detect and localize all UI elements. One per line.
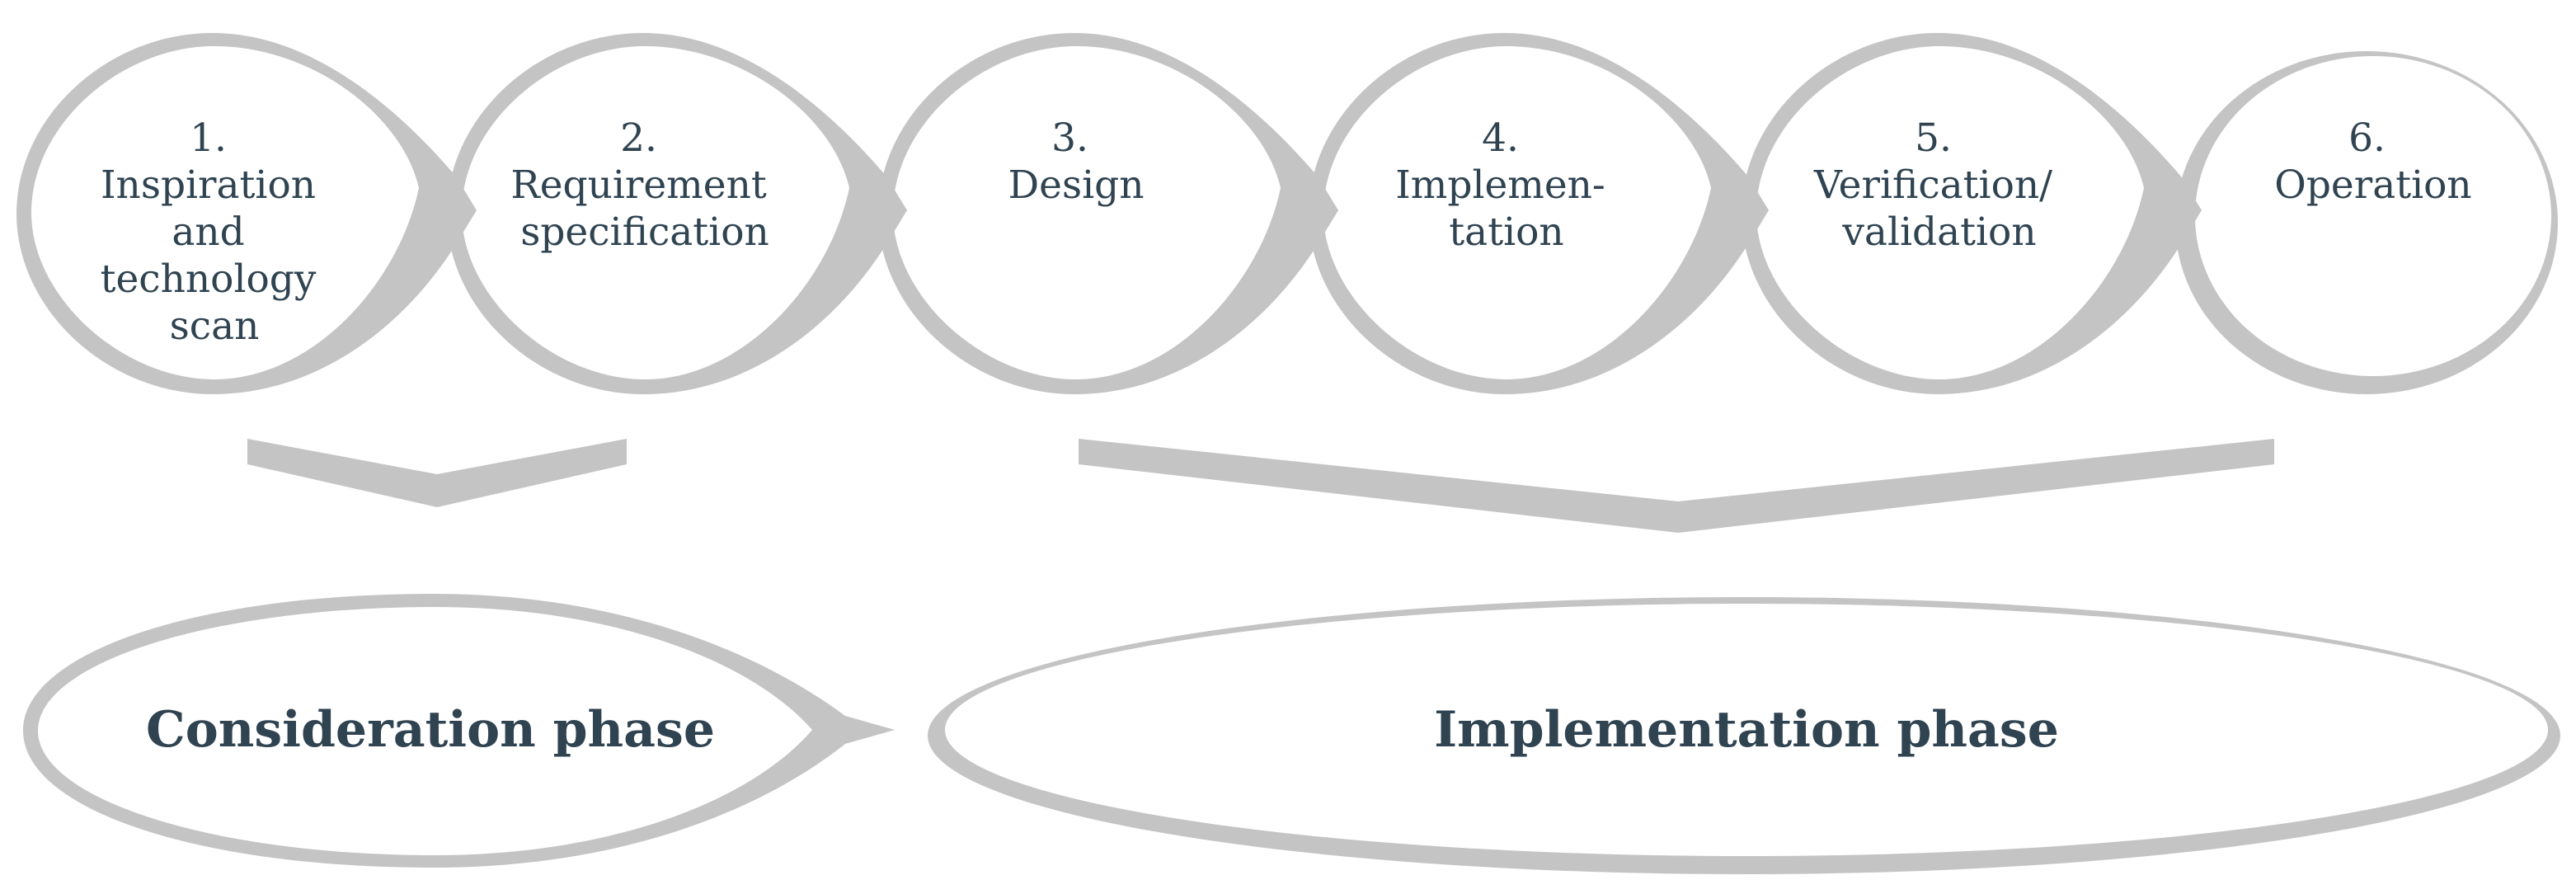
svg-text:4. Implemen- tatio: 4. Implemen- tation [1395, 115, 1618, 255]
step-4-line-1: Implemen- [1395, 162, 1605, 208]
step-1-number: 1. [190, 115, 227, 161]
step-2-number: 2. [620, 115, 657, 161]
step-5-number: 5. [1915, 115, 1952, 161]
implementation-phase: Implementation phase [928, 597, 2560, 874]
consideration-phase-label: Consideration phase [146, 701, 715, 759]
step-4-line-2: tation [1449, 209, 1563, 255]
step-3-face [893, 46, 1281, 379]
step-5-line-2: validation [1841, 209, 2036, 255]
step-2-face [462, 46, 849, 379]
step-5: 5. Verification/ validation [1742, 33, 2202, 394]
step-4-number: 4. [1482, 115, 1519, 161]
step-1: 1. Inspiration and technology scan [16, 33, 477, 394]
svg-text:1. Inspiration and: 1. Inspiration and technology scan [101, 115, 329, 349]
step-2-line-2: specification [520, 209, 769, 255]
consideration-phase: Consideration phase [23, 594, 895, 868]
implementation-phase-label: Implementation phase [1434, 701, 2059, 759]
step-6-face [2195, 56, 2551, 376]
step-6-number: 6. [2348, 115, 2386, 161]
step-5-face [1756, 46, 2144, 379]
step-1-line-1: Inspiration [101, 162, 316, 208]
step-3-line-1: Design [1008, 162, 1144, 208]
step-2-line-1: Requirement [510, 162, 767, 208]
step-5-line-1: Verification/ [1813, 162, 2052, 208]
implementation-phase-face [945, 604, 2548, 856]
step-6-line-1: Operation [2274, 162, 2471, 208]
consideration-group-chevron [247, 439, 627, 507]
step-1-face [31, 46, 419, 379]
svg-text:3. Design: 3. Design [1008, 115, 1144, 208]
step-1-line-3: technology [101, 256, 317, 302]
svg-text:6. Operation: 6. Operation [2274, 115, 2471, 208]
svg-text:5. Verification/ v: 5. Verification/ validation [1813, 115, 2065, 255]
step-4: 4. Implemen- tation [1309, 33, 1769, 394]
svg-text:2. Requirement spe: 2. Requirement specification [510, 115, 778, 255]
step-6: 6. Operation [2175, 51, 2558, 394]
step-3: 3. Design [878, 33, 1338, 394]
step-1-line-2: and [172, 209, 244, 255]
step-2: 2. Requirement specification [447, 33, 907, 394]
implementation-group-chevron [1079, 439, 2274, 533]
consideration-phase-face [38, 607, 812, 855]
step-1-line-4: scan [170, 303, 260, 349]
step-4-face [1323, 46, 1711, 379]
step-3-number: 3. [1051, 115, 1088, 161]
